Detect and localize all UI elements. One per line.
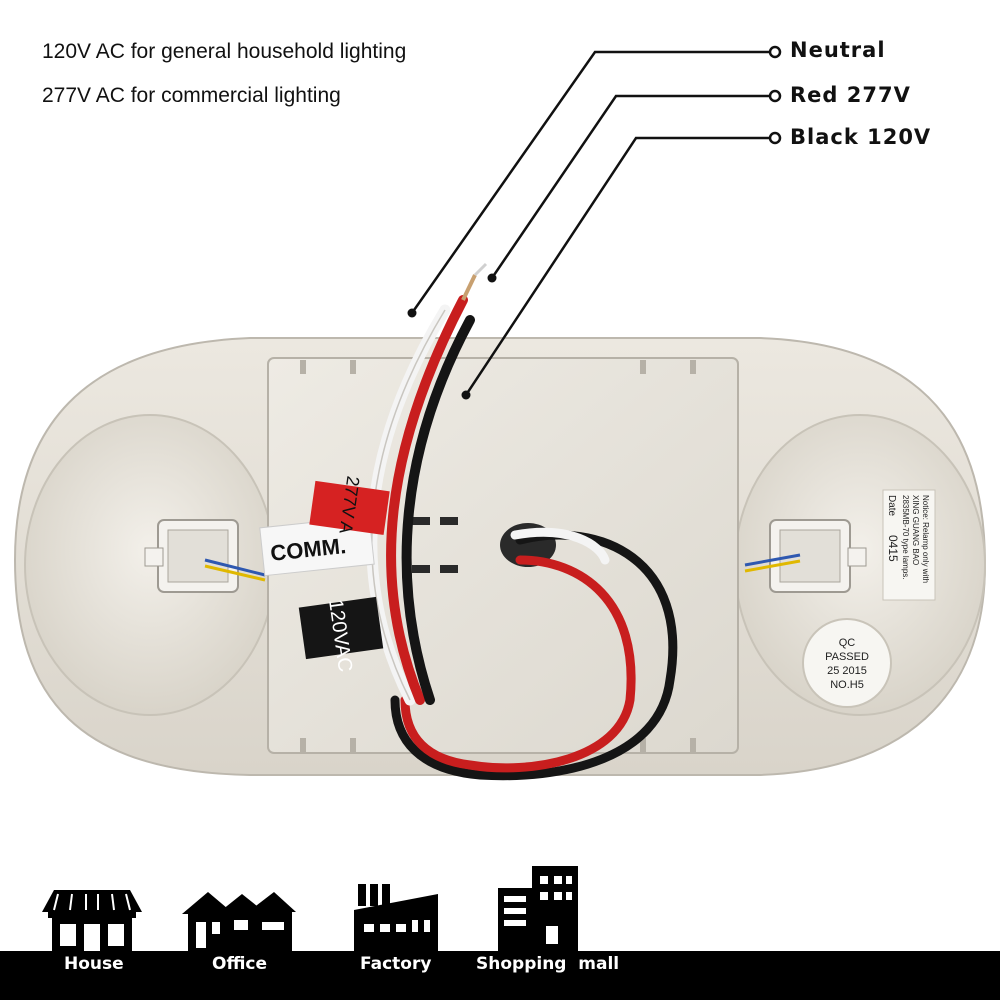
vent-slots (412, 517, 458, 573)
note-household: 120V AC for general household lighting (42, 40, 407, 63)
category-label-office: Office (212, 954, 268, 974)
qc-line-3: 25 2015 (827, 665, 867, 677)
right-socket (744, 519, 867, 593)
leader-lines (410, 50, 770, 396)
factory-icon (354, 884, 438, 952)
notice-line-1: Notice: Relamp only with (921, 495, 930, 583)
label-red-277v: Red 277V (790, 83, 911, 107)
label-black-120v: Black 120V (790, 125, 932, 149)
category-label-factory: Factory (360, 954, 432, 974)
note-commercial: 277V AC for commercial lighting (42, 84, 341, 107)
black-wire-loop (390, 530, 678, 781)
qc-line-2: PASSED (825, 651, 869, 663)
tape-red-277v: 277V A (309, 475, 390, 535)
fixture-photo: COMM. 277V A 120VAC Notice: Relamp only … (13, 45, 987, 781)
office-icon (182, 892, 296, 952)
label-neutral: Neutral (790, 38, 886, 62)
notice-line-3: 2835MB-70 type lamps. (901, 495, 910, 580)
leader-neutral (410, 50, 770, 314)
leader-black (464, 136, 770, 396)
leader-endpoints (768, 45, 782, 145)
shopping-mall-icon (498, 866, 578, 952)
qc-line-1: QC (839, 637, 856, 649)
left-socket (144, 519, 266, 593)
footer-bar (0, 951, 1000, 1000)
category-label-shopping-mall: Shopping mall (476, 954, 620, 974)
leader-red (490, 94, 770, 279)
date-code: 0415 (886, 535, 900, 562)
qc-line-4: NO.H5 (830, 679, 864, 691)
white-wire-loop (510, 527, 610, 565)
red-wire-loop (400, 555, 636, 773)
notice-line-2: XING GUANG BAO (911, 495, 920, 565)
relamp-notice-label: Notice: Relamp only with XING GUANG BAO … (882, 489, 936, 601)
date-label: Date (886, 495, 897, 517)
red-lead-wire (386, 295, 468, 705)
house-icon (42, 890, 142, 952)
black-lead-wire (401, 315, 475, 705)
qc-passed-sticker: QC PASSED 25 2015 NO.H5 (802, 618, 892, 708)
tape-white-comm: COMM. (259, 515, 375, 577)
category-label-house: House (64, 954, 124, 974)
